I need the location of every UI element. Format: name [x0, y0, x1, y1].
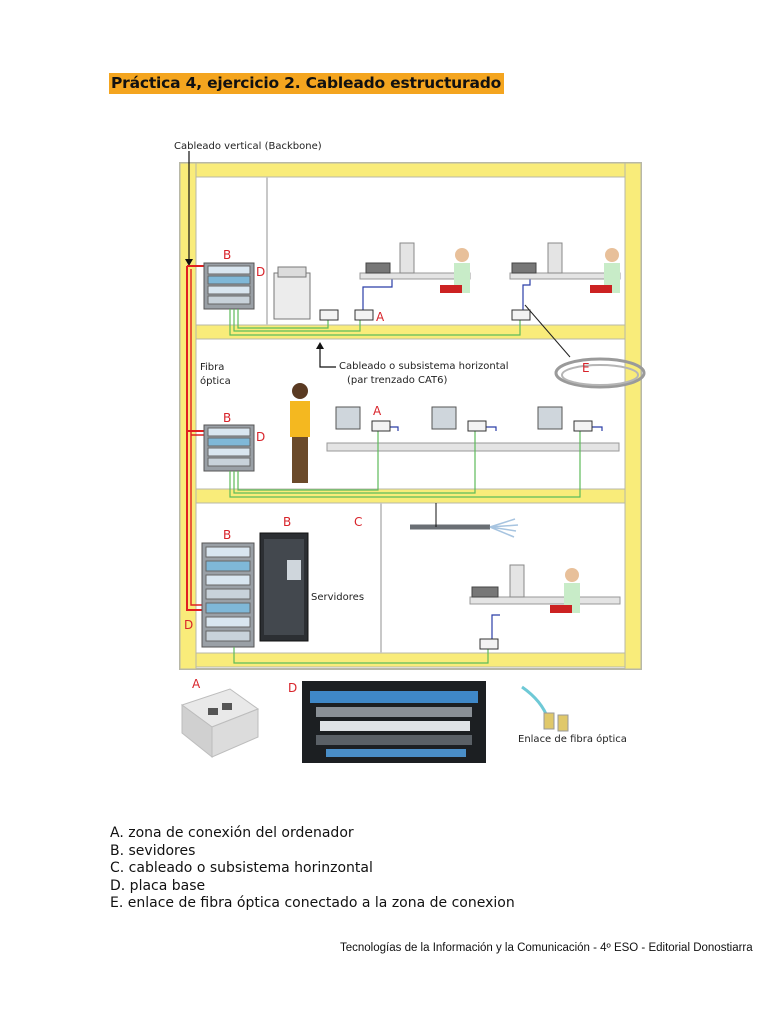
outlet-floor-2c — [573, 420, 593, 432]
photo-outlet-a — [180, 688, 260, 759]
workstation-floor-3 — [469, 564, 621, 613]
photo-fiber-connector — [521, 685, 569, 732]
letter-e-coil: E — [582, 361, 590, 375]
horizontal-cabling-floor-1 — [229, 275, 531, 336]
outlet-floor-3 — [479, 638, 499, 650]
legend-item: C. cableado o subsistema horinzontal — [110, 860, 373, 877]
rack-floor-2 — [203, 424, 255, 472]
legend-list: A. zona de conexión del ordenador B. sev… — [110, 825, 515, 913]
legend-item: D. placa base — [110, 877, 206, 894]
legend-item: E. enlace de fibra óptica conectado a la… — [110, 895, 515, 912]
horizontal-cabling-floor-3 — [233, 614, 500, 664]
horizontal-cabling-label-1: Cableado o subsistema horizontal — [339, 361, 509, 372]
footer: Tecnologías de la Información y la Comun… — [340, 942, 753, 954]
cable-coil-e — [524, 304, 646, 389]
page-title: Práctica 4, ejercicio 2. Cableado estruc… — [109, 73, 505, 94]
letter-a-floor-1: A — [376, 310, 385, 324]
rack-floor-1 — [203, 262, 255, 310]
person-standing — [290, 383, 310, 483]
server-cabinet — [259, 532, 309, 642]
letter-a-floor-2: A — [373, 404, 382, 418]
letter-d-floor-1: D — [256, 265, 265, 279]
letter-a-photo: A — [192, 677, 201, 691]
workstations-floor-2 — [326, 406, 620, 452]
outlet-floor-2a — [371, 420, 391, 432]
legend-item: B. sevidores — [110, 842, 196, 859]
photo-patch-panel-d — [302, 681, 486, 763]
letter-d-photo: D — [288, 681, 297, 695]
outlet-floor-2b — [467, 420, 487, 432]
fiber-backbone — [186, 265, 204, 611]
letter-b-floor-3-rack: B — [223, 528, 231, 542]
letter-d-floor-3: D — [184, 618, 193, 632]
fibra-label-2: óptica — [200, 375, 231, 387]
backbone-label: Cableado vertical (Backbone) — [174, 141, 322, 152]
twisted-pair-cable — [410, 503, 519, 538]
outlet-floor-1a — [319, 309, 339, 321]
letter-c-floor-3: C — [354, 515, 362, 529]
letter-b-floor-3-cabinet: B — [283, 515, 291, 529]
workstations-floor-1 — [359, 242, 621, 293]
horizontal-cabling-label-2: (par trenzado CAT6) — [347, 375, 448, 386]
servidores-label: Servidores — [311, 592, 364, 603]
fibra-label-1: Fibra — [200, 362, 224, 373]
letter-b-floor-1: B — [223, 248, 231, 262]
rack-floor-3 — [201, 542, 255, 648]
letter-d-floor-2: D — [256, 430, 265, 444]
legend-item: A. zona de conexión del ordenador — [110, 825, 354, 841]
structured-cabling-diagram: Cableado vertical (Backbone) — [174, 141, 646, 763]
outlet-floor-1b — [354, 309, 374, 321]
enlace-label: Enlace de fibra óptica — [518, 733, 627, 745]
horizontal-cabling-floor-2 — [229, 426, 603, 498]
outlet-floor-1c — [511, 309, 531, 321]
letter-b-floor-2: B — [223, 411, 231, 425]
printer — [273, 266, 311, 320]
